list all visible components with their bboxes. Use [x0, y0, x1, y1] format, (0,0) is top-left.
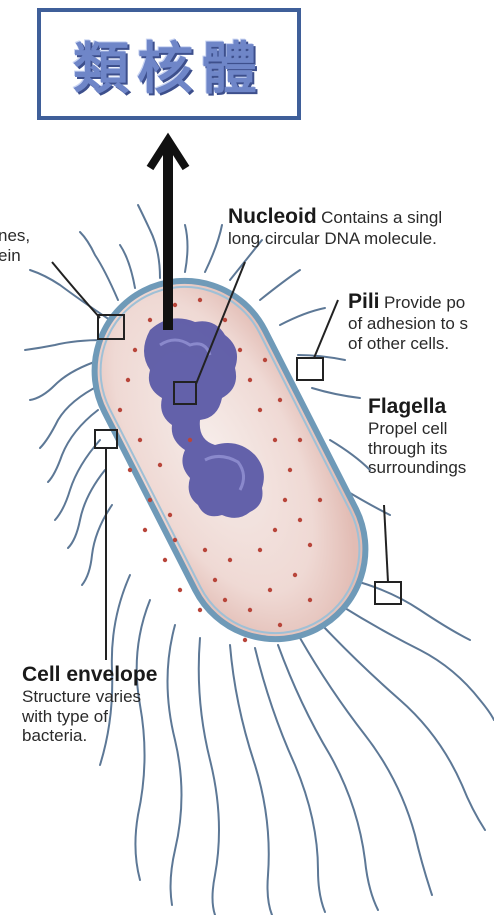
flagellum — [340, 605, 494, 720]
leader-line-flagella — [384, 505, 388, 582]
leader-line-left-cut — [52, 262, 100, 318]
left-cut-line-2: ein — [0, 246, 30, 266]
flagella-desc-3: surroundings — [368, 458, 494, 478]
cell-envelope-desc-2: with type of — [22, 707, 222, 727]
cell-envelope-desc-3: bacteria. — [22, 726, 222, 746]
leader-line-pili — [314, 300, 338, 358]
pilus — [260, 270, 300, 300]
pilus — [138, 205, 160, 278]
flagella-label: Flagella Propel cell through its surroun… — [368, 395, 494, 478]
left-cut-line-1: nes, — [0, 226, 30, 246]
left-cut-label: nes, ein — [0, 226, 30, 265]
flagella-desc-1: Propel cell — [368, 419, 494, 439]
flagella-desc-2: through its — [368, 439, 494, 459]
cell-envelope-heading: Cell envelope — [22, 663, 222, 687]
pili-desc-3: of other cells. — [348, 334, 494, 354]
cell-envelope-label: Cell envelope Structure varies with type… — [22, 663, 222, 746]
pilus — [120, 245, 135, 288]
nucleoid-desc-2: long circular DNA molecule. — [228, 229, 494, 249]
pilus — [82, 505, 112, 585]
pilus — [55, 440, 100, 520]
pili-desc-2: of adhesion to s — [348, 314, 494, 334]
nucleoid-heading: Nucleoid — [228, 205, 317, 228]
pilus — [312, 388, 360, 398]
pilus — [30, 270, 110, 320]
callout-box-pili — [297, 358, 323, 380]
pilus — [25, 340, 104, 350]
nucleoid-label: Nucleoid Contains a singl long circular … — [228, 205, 494, 249]
pilus — [30, 360, 100, 400]
pilus — [185, 225, 188, 272]
pili-heading: Pili — [348, 290, 380, 313]
pili-label: Pili Provide po of adhesion to s of othe… — [348, 290, 494, 353]
flagellum — [255, 648, 325, 912]
flagella-heading: Flagella — [368, 395, 494, 419]
flagellum — [352, 580, 470, 640]
pilus — [80, 232, 118, 300]
nucleoid-desc-1: Contains a singl — [321, 208, 442, 227]
pili-desc-1: Provide po — [384, 293, 465, 312]
pilus — [205, 225, 222, 272]
pilus — [48, 410, 98, 482]
pilus — [280, 308, 325, 325]
flagellum — [300, 638, 432, 895]
cell-envelope-desc-1: Structure varies — [22, 687, 222, 707]
